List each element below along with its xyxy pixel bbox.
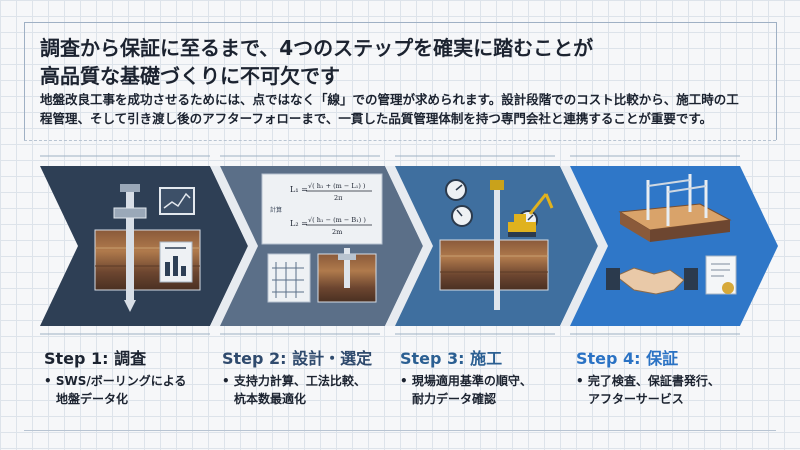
report-chart-icon xyxy=(159,241,193,283)
step-2-line-1: 支持力計算、工法比較、 xyxy=(222,374,366,388)
step-2-chevron: 計算 L₁ = √( h₁ + (m − L₁) ) 2π L₂ = √( h₁… xyxy=(220,166,433,326)
formula-2-denominator: 2m xyxy=(332,228,342,236)
step-3-description: 現場適用基準の順守、 耐力データ確認 xyxy=(400,372,570,408)
dimension-line-left xyxy=(24,22,25,140)
dimension-line-bottom xyxy=(24,430,776,431)
dimension-line-mid xyxy=(24,140,776,141)
formula-1-denominator: 2π xyxy=(334,194,343,202)
step-1-chevron xyxy=(40,166,258,326)
formula-1-lhs: L₁ = xyxy=(290,185,308,194)
process-flow: 計算 L₁ = √( h₁ + (m − L₁) ) 2π L₂ = √( h₁… xyxy=(40,155,778,335)
monitor-graph-icon xyxy=(159,187,195,215)
handshake-icon xyxy=(606,267,698,295)
pile-cross-section-icon xyxy=(317,248,377,303)
step-3-chevron xyxy=(395,166,608,326)
pile-driver-icon xyxy=(490,180,504,310)
step-4-description: 完了検査、保証書発行、 アフターサービス xyxy=(576,372,746,408)
step-4-chevron xyxy=(570,166,778,326)
structure-grid-icon xyxy=(267,253,311,303)
formula-1-numerator: √( h₁ + (m − L₁) ) xyxy=(308,182,366,190)
headline: 調査から保証に至るまで、4つのステップを確実に踏むことが 高品質な基礎づくりに不… xyxy=(40,34,640,90)
certificate-icon xyxy=(705,255,737,295)
headline-line-2: 高品質な基礎づくりに不可欠です xyxy=(40,64,340,88)
step-1-title: Step 1: 調査 xyxy=(44,349,147,368)
step-2-line-2: 杭本数最適化 xyxy=(234,392,307,406)
dimension-line-top xyxy=(24,22,776,23)
formula-2-numerator: √( h₁ − (m − B₁) ) xyxy=(308,216,366,224)
description-line-2: 程管理、そして引き渡し後のアフターフォローまで、一貫した品質管理体制を持つ専門会… xyxy=(40,111,713,126)
step-3-line-1: 現場適用基準の順守、 xyxy=(400,374,532,388)
step-4-title: Step 4: 保証 xyxy=(576,349,679,368)
step-1-line-2: 地盤データ化 xyxy=(56,392,129,406)
formula-sheet: 計算 L₁ = √( h₁ + (m − L₁) ) 2π L₂ = √( h₁… xyxy=(261,173,383,245)
step-2-description: 支持力計算、工法比較、 杭本数最適化 xyxy=(222,372,392,408)
step-3-line-2: 耐力データ確認 xyxy=(412,392,497,406)
step-1-line-1: SWS/ボーリングによる xyxy=(44,374,186,388)
headline-line-1: 調査から保証に至るまで、4つのステップを確実に踏むことが xyxy=(40,36,594,60)
step-4-line-1: 完了検査、保証書発行、 xyxy=(576,374,720,388)
formula-2-lhs: L₂ = xyxy=(290,219,308,228)
description-line-1: 地盤改良工事を成功させるためには、点ではなく「線」での管理が求められます。設計段… xyxy=(40,92,739,107)
excavator-icon xyxy=(508,193,554,237)
step-2-title: Step 2: 設計・選定 xyxy=(222,349,373,368)
dimension-line-right xyxy=(776,22,777,140)
step-1-description: SWS/ボーリングによる 地盤データ化 xyxy=(44,372,214,408)
step-3-title: Step 3: 施工 xyxy=(400,349,503,368)
step-4-line-2: アフターサービス xyxy=(588,392,684,406)
formula-side-label: 計算 xyxy=(270,206,282,214)
foundation-frame-icon xyxy=(618,174,732,242)
description: 地盤改良工事を成功させるためには、点ではなく「線」での管理が求められます。設計段… xyxy=(40,90,780,128)
